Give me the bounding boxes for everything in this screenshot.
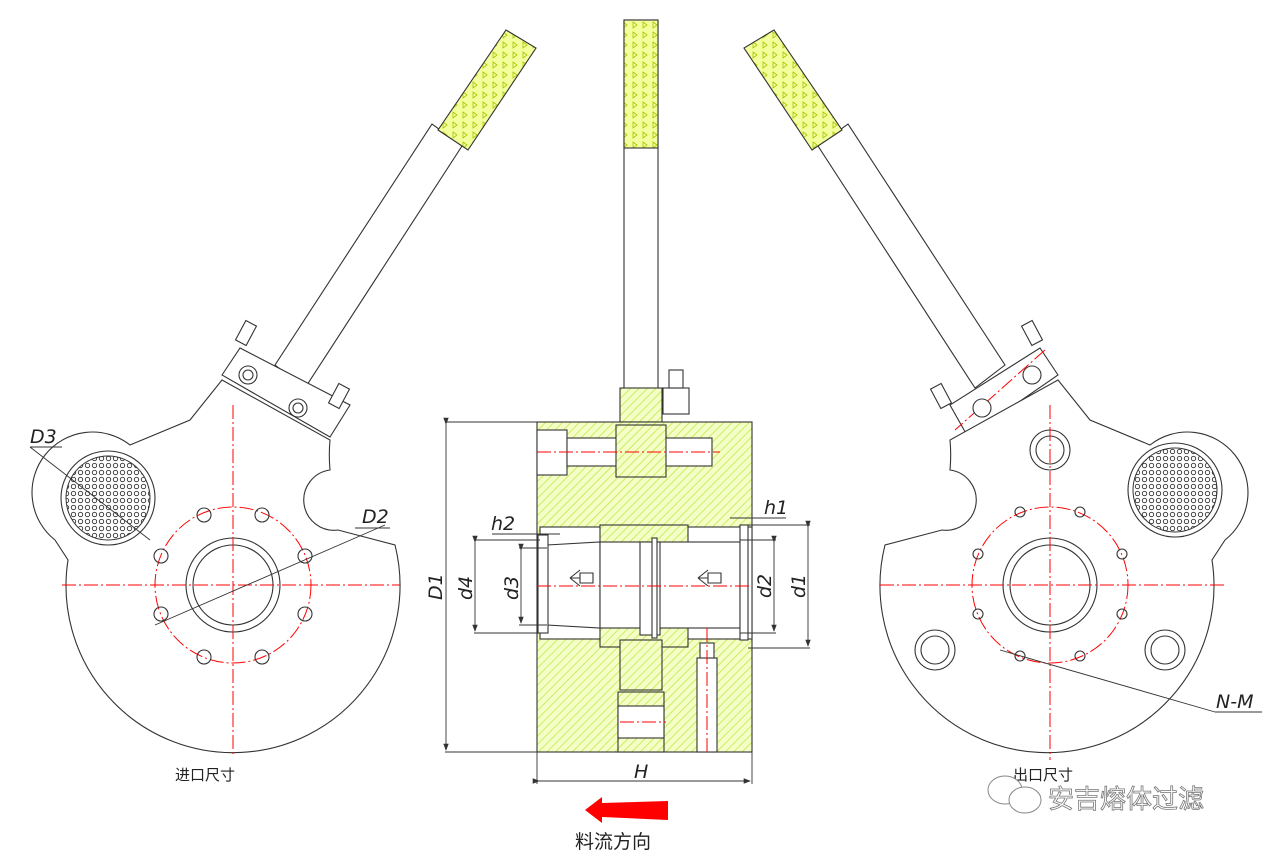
flow-direction-arrow-icon	[585, 797, 668, 823]
label-D1: D1	[425, 573, 447, 600]
watermark-text: 安吉熔体过滤	[1048, 785, 1204, 815]
inlet-view: D3 D2 进口尺寸	[29, 29, 537, 784]
caption-flow-direction: 料流方向	[575, 831, 651, 853]
section-view: D1 d4 d3 h2 d2 d1 h1 H 料流方向	[425, 19, 811, 853]
caption-inlet: 进口尺寸	[175, 766, 235, 784]
label-d4: d4	[455, 576, 477, 600]
watermark: 安吉熔体过滤	[987, 775, 1204, 815]
filter-screen-outlet	[1132, 447, 1218, 533]
outlet-view: N-M 出口尺寸	[743, 29, 1262, 784]
label-d2: d2	[754, 574, 776, 598]
label-d1: d1	[788, 574, 810, 598]
label-d3: d3	[501, 576, 523, 600]
label-D3: D3	[30, 426, 57, 448]
label-D2: D2	[362, 506, 389, 528]
label-h1: h1	[764, 497, 788, 519]
wechat-logo-icon	[987, 775, 1042, 814]
center-handle-grip[interactable]	[623, 19, 659, 149]
label-H: H	[634, 761, 648, 783]
label-h2: h2	[491, 513, 515, 535]
bolt-holes-outlet	[972, 506, 1128, 662]
label-N-M: N-M	[1216, 691, 1253, 713]
inlet-handle	[221, 29, 537, 438]
bolt-holes	[153, 507, 313, 665]
handle-grip-right[interactable]	[743, 29, 843, 151]
handle-grip[interactable]	[437, 29, 537, 151]
outlet-handle	[743, 29, 1059, 438]
flow-arrow-outlet-icon	[569, 569, 594, 587]
filter-screen	[65, 455, 151, 541]
flow-arrow-inlet-icon	[697, 569, 722, 587]
caption-outlet: 出口尺寸	[1013, 766, 1073, 784]
